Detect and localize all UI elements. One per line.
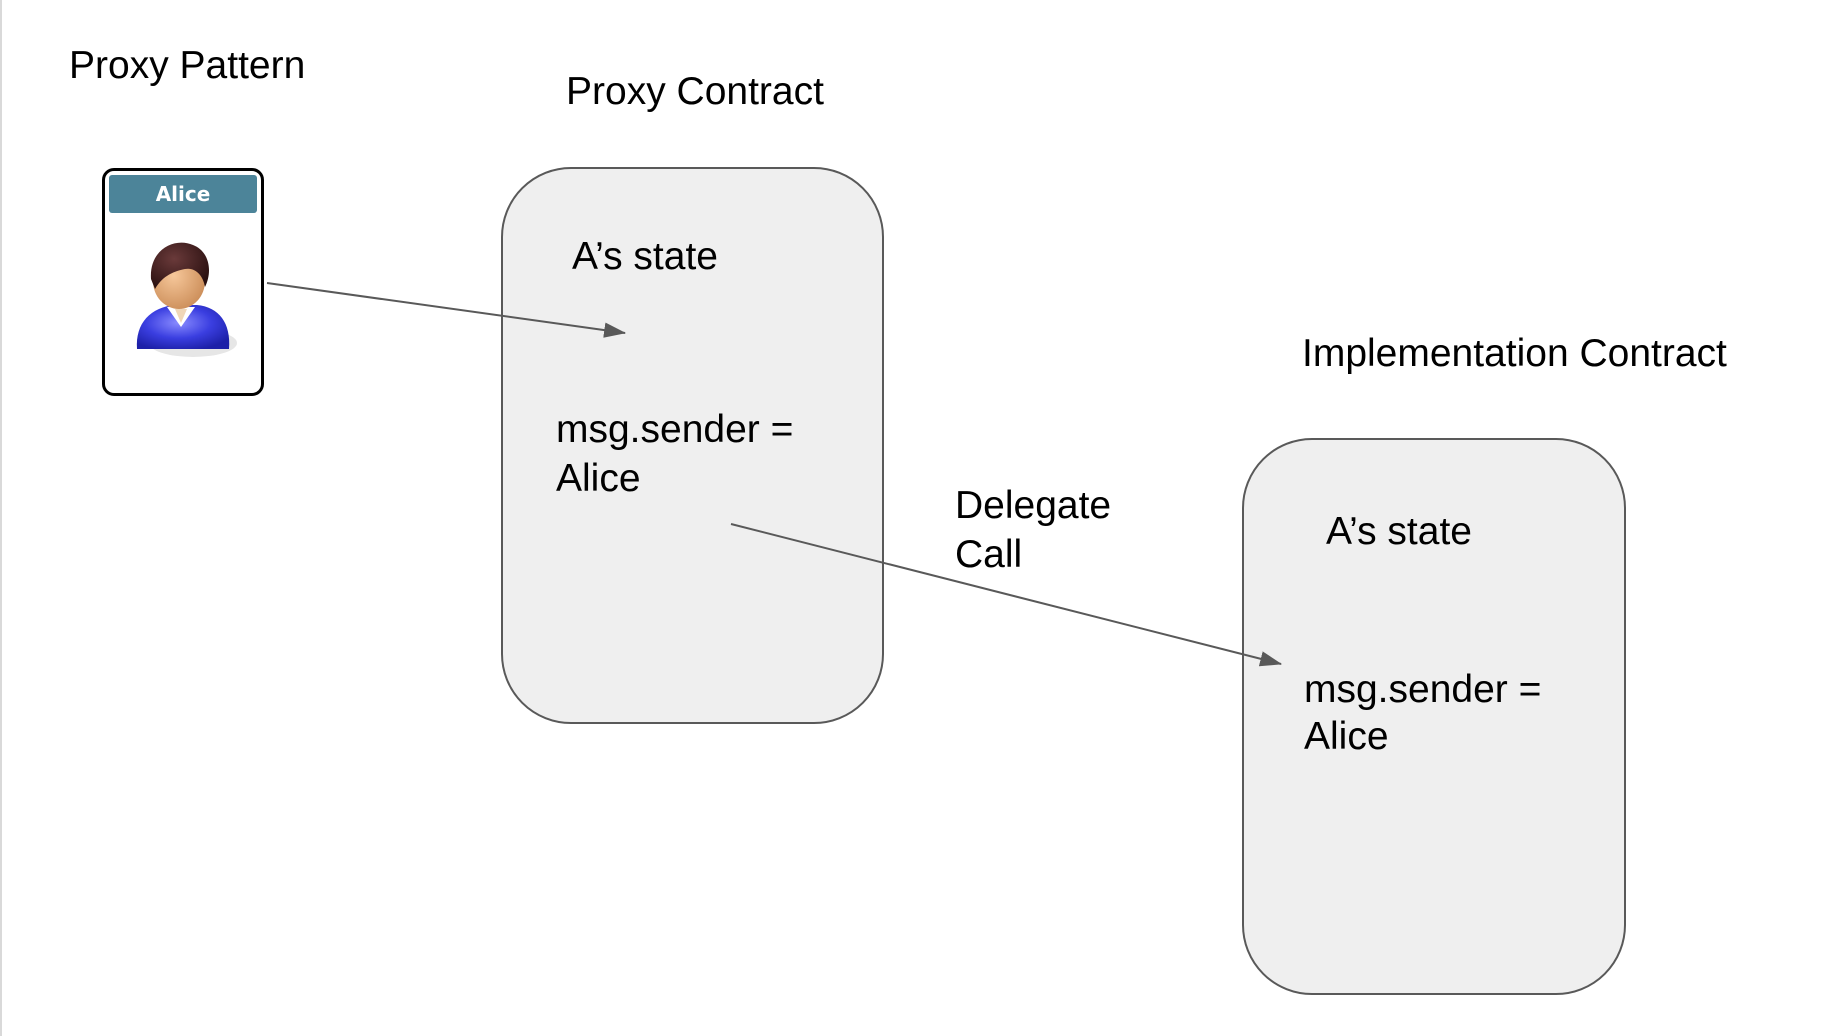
delegate-call-label-line2: Call <box>955 533 1023 576</box>
proxy-contract-title: Proxy Contract <box>566 70 824 113</box>
user-avatar-icon <box>136 242 237 357</box>
implementation-state-label: A’s state <box>1326 510 1472 553</box>
proxy-sender-line2: Alice <box>556 457 641 500</box>
implementation-contract-box: A’s state msg.sender = Alice <box>1242 438 1626 995</box>
implementation-sender-line1: msg.sender = <box>1304 668 1542 711</box>
delegate-call-label-line1: Delegate <box>955 484 1112 527</box>
alice-to-proxy-arrow <box>266 282 627 338</box>
implementation-contract-title: Implementation Contract <box>1302 332 1727 375</box>
left-edge-divider <box>0 0 2 1036</box>
actor-name-label: Alice <box>109 175 257 213</box>
delegate-call-arrow <box>730 523 1283 667</box>
proxy-sender-line1: msg.sender = <box>556 408 794 451</box>
alice-actor-card: Alice <box>102 168 264 396</box>
diagram-title: Proxy Pattern <box>69 44 306 87</box>
proxy-state-label: A’s state <box>572 235 718 278</box>
implementation-sender-line2: Alice <box>1304 715 1389 758</box>
proxy-contract-box: A’s state msg.sender = Alice <box>501 167 884 724</box>
